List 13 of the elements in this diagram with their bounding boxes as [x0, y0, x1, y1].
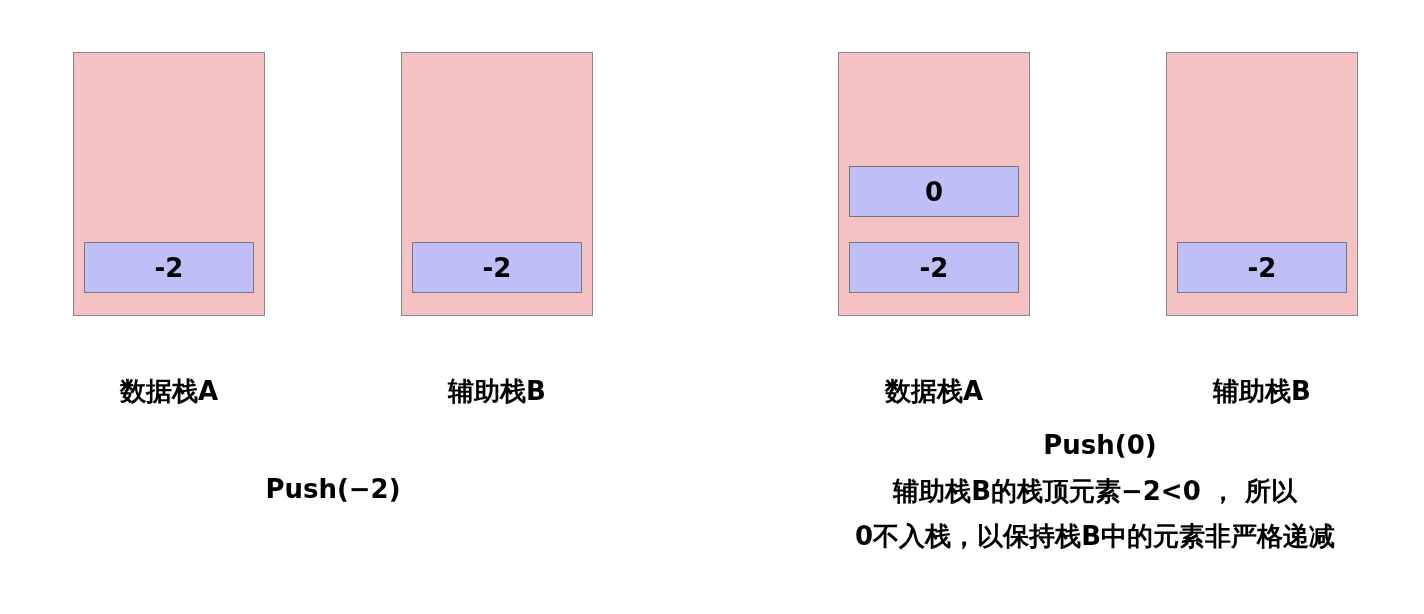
explanation-text: 0不入栈，以保持栈B中的元素非严格递减 [855, 520, 1335, 553]
stack-element: -2 [84, 242, 254, 293]
operation-label: Push(0) [1043, 430, 1157, 460]
stack-label: 辅助栈B [446, 375, 547, 408]
stack-element: -2 [412, 242, 582, 293]
stack-element: 0 [849, 166, 1019, 217]
stack-label: 辅助栈B [1211, 375, 1312, 408]
stack-element: -2 [1177, 242, 1347, 293]
stack-label: 数据栈A [118, 375, 220, 408]
stack-label: 数据栈A [883, 375, 985, 408]
stack-element: -2 [849, 242, 1019, 293]
operation-label: Push(−2) [265, 474, 401, 504]
explanation-text: 辅助栈B的栈顶元素−2<0 ， 所以 [893, 475, 1297, 508]
